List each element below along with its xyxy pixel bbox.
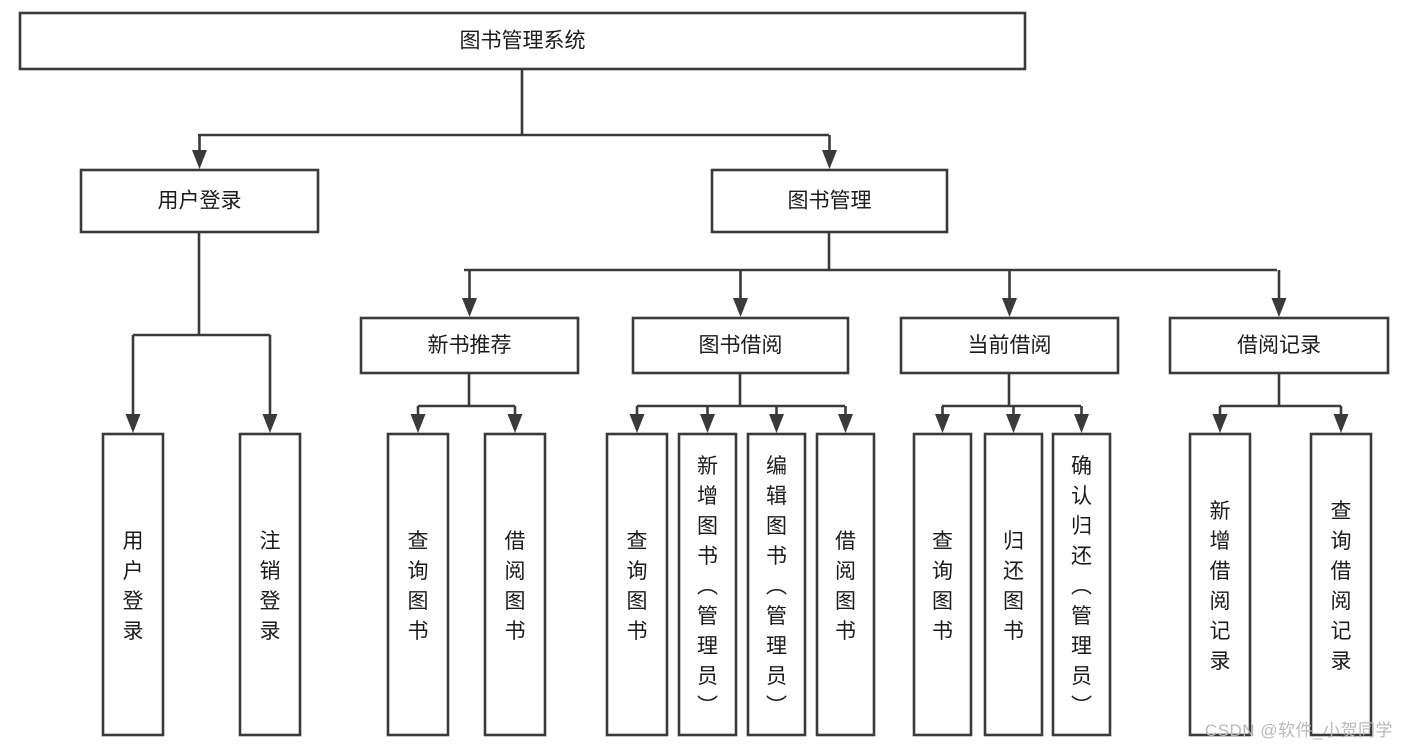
node-label-leaf-return-book: 归还图书 [1003, 530, 1024, 643]
node-box-borrow-record [1168, 316, 1390, 375]
node-label-leaf-edit-book: 编辑图书︵管理员︶ [766, 455, 787, 718]
node-box-leaf-query-record [1309, 432, 1373, 737]
node-leaf-query-book-2[interactable]: 查询图书 [605, 432, 669, 737]
node-leaf-confirm-return[interactable]: 确认归还︵管理员︶ [1051, 432, 1112, 737]
node-leaf-add-record[interactable]: 新增借阅记录 [1188, 432, 1252, 737]
node-label-leaf-query-book-3: 查询图书 [932, 530, 953, 643]
node-box-leaf-edit-book [746, 432, 807, 737]
node-current-borrow[interactable]: 当前借阅 [899, 316, 1120, 375]
csdn-watermark: CSDN @软件_小贺同学 [1204, 721, 1393, 740]
node-box-leaf-confirm-return [1051, 432, 1112, 737]
connector-layer [125, 69, 1349, 433]
node-label-leaf-borrow-book-1: 借阅图书 [505, 530, 526, 643]
node-label-current-borrow: 当前借阅 [968, 334, 1052, 357]
node-box-book-borrow [631, 316, 850, 375]
node-new-book-recommend[interactable]: 新书推荐 [359, 316, 580, 375]
node-label-leaf-add-book: 新增图书︵管理员︶ [697, 455, 718, 718]
node-box-leaf-return-book [983, 432, 1044, 737]
node-box-leaf-query-book-1 [386, 432, 450, 737]
node-box-leaf-borrow-book-1 [483, 432, 547, 737]
node-root[interactable]: 图书管理系统 [18, 11, 1027, 71]
node-leaf-return-book[interactable]: 归还图书 [983, 432, 1044, 737]
node-layer: 图书管理系统用户登录图书管理新书推荐图书借阅当前借阅借阅记录用户登录注销登录查询… [18, 11, 1390, 737]
node-label-book-manage: 图书管理 [788, 190, 872, 213]
node-leaf-query-book-1[interactable]: 查询图书 [386, 432, 450, 737]
node-box-leaf-query-book-3 [912, 432, 973, 737]
node-leaf-edit-book[interactable]: 编辑图书︵管理员︶ [746, 432, 807, 737]
node-label-leaf-user-logout: 注销登录 [260, 530, 281, 643]
node-label-leaf-confirm-return: 确认归还︵管理员︶ [1071, 455, 1092, 718]
node-box-current-borrow [899, 316, 1120, 375]
node-box-book-manage [710, 168, 949, 234]
node-leaf-query-book-3[interactable]: 查询图书 [912, 432, 973, 737]
node-box-user-login [79, 168, 320, 234]
node-leaf-borrow-book-2[interactable]: 借阅图书 [815, 432, 876, 737]
node-label-leaf-user-login: 用户登录 [123, 530, 144, 643]
node-label-leaf-borrow-book-2: 借阅图书 [835, 530, 856, 643]
node-book-borrow[interactable]: 图书借阅 [631, 316, 850, 375]
node-book-manage[interactable]: 图书管理 [710, 168, 949, 234]
node-box-leaf-user-login [101, 432, 165, 737]
node-box-leaf-borrow-book-2 [815, 432, 876, 737]
node-leaf-borrow-book-1[interactable]: 借阅图书 [483, 432, 547, 737]
node-label-user-login: 用户登录 [158, 190, 242, 213]
node-box-leaf-add-record [1188, 432, 1252, 737]
node-borrow-record[interactable]: 借阅记录 [1168, 316, 1390, 375]
node-label-borrow-record: 借阅记录 [1237, 334, 1321, 357]
node-label-leaf-add-record: 新增借阅记录 [1210, 500, 1231, 673]
node-label-leaf-query-book-1: 查询图书 [408, 530, 429, 643]
node-leaf-user-logout[interactable]: 注销登录 [238, 432, 302, 737]
node-label-root: 图书管理系统 [460, 30, 586, 53]
node-label-leaf-query-book-2: 查询图书 [627, 530, 648, 643]
node-label-leaf-query-record: 查询借阅记录 [1331, 500, 1352, 673]
node-box-root [18, 11, 1027, 71]
node-label-book-borrow: 图书借阅 [699, 334, 783, 357]
node-box-new-book-recommend [359, 316, 580, 375]
node-label-new-book-recommend: 新书推荐 [428, 334, 512, 357]
node-leaf-query-record[interactable]: 查询借阅记录 [1309, 432, 1373, 737]
node-box-leaf-user-logout [238, 432, 302, 737]
node-leaf-add-book[interactable]: 新增图书︵管理员︶ [677, 432, 738, 737]
node-box-leaf-add-book [677, 432, 738, 737]
node-box-leaf-query-book-2 [605, 432, 669, 737]
node-user-login[interactable]: 用户登录 [79, 168, 320, 234]
node-leaf-user-login[interactable]: 用户登录 [101, 432, 165, 737]
